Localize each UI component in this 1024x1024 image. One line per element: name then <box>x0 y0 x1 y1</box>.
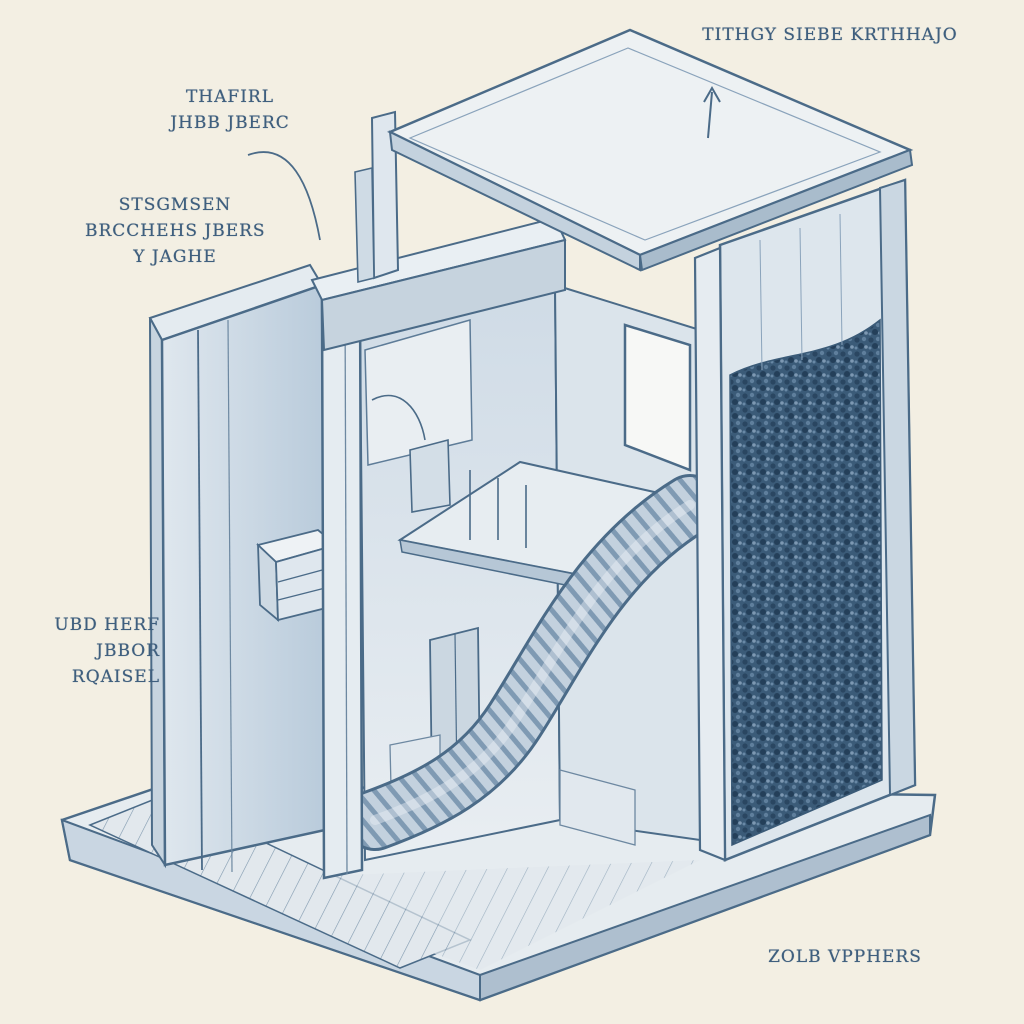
roof-slab <box>386 28 914 272</box>
label-low-left-line-3: RQAISEL <box>71 667 160 687</box>
label-mid-left: STSGMSEN BRCCHEHS JBERS Y JAGHE <box>85 192 265 270</box>
label-bottom-right: ZOLB VPPHERS <box>760 944 930 970</box>
label-top-left-line-2: JHBB JBERC <box>170 113 290 133</box>
label-low-left-line-1: UBD HERF <box>54 615 160 635</box>
roof-beam <box>310 110 567 352</box>
label-mid-left-line-3: Y JAGHE <box>133 247 217 267</box>
label-mid-left-line-1: STSGMSEN <box>118 195 232 215</box>
label-bottom-right-line-1: ZOLB VPPHERS <box>768 947 922 967</box>
label-low-left: UBD HERF JBBOR RQAISEL <box>40 612 160 690</box>
label-mid-left-line-2: BRCCHEHS JBERS <box>85 221 266 241</box>
moss-wall-panel <box>693 178 917 862</box>
front-pillar <box>320 288 364 880</box>
label-top-left-line-1: THAFIRL <box>185 87 275 107</box>
annotation-leaders <box>247 85 721 441</box>
label-top-right-line-1: TITHGY SIEBE KRTHHAJO <box>702 25 958 45</box>
label-top-left: THAFIRL JHBB JBERC <box>145 84 315 136</box>
left-wall-panel <box>148 263 327 873</box>
flexible-duct <box>344 474 721 851</box>
label-top-right: TITHGY SIEBE KRTHHAJO <box>700 22 960 48</box>
label-low-left-line-2: JBBOR <box>96 641 160 661</box>
